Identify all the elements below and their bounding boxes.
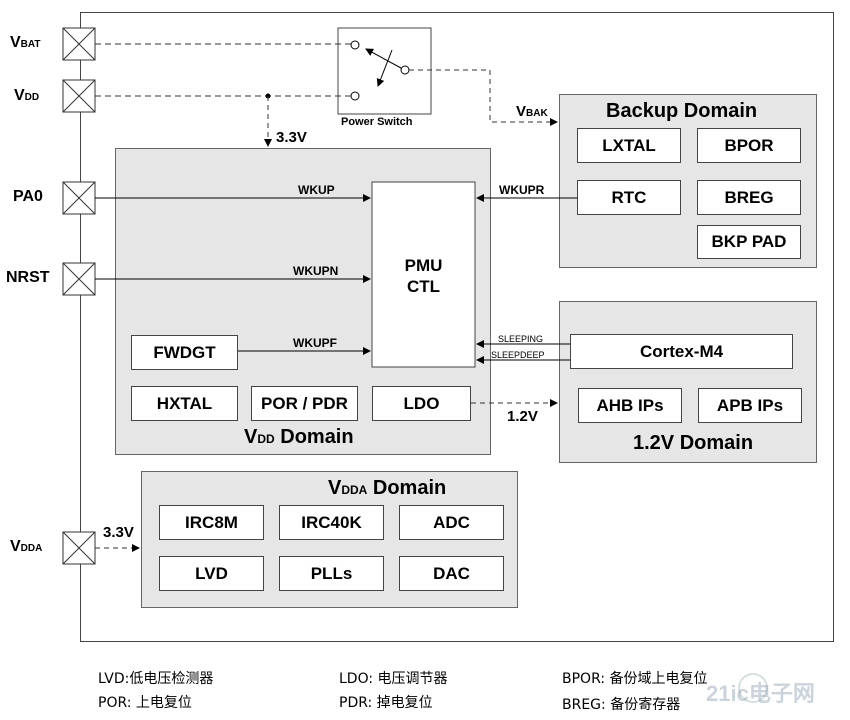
- ldo-block: LDO: [372, 386, 471, 421]
- power-switch-label: Power Switch: [341, 116, 413, 128]
- adc-block: ADC: [399, 505, 504, 540]
- sleepdeep-label: SLEEPDEEP: [491, 350, 545, 360]
- sleeping-label: SLEEPING: [498, 334, 544, 344]
- domain-1v2: [559, 301, 817, 463]
- por-pdr-block: POR / PDR: [251, 386, 358, 421]
- ahb-ips-block: AHB IPs: [578, 388, 682, 423]
- ldo-1v2-label: 1.2V: [507, 408, 538, 425]
- domain-1v2-title: 1.2V Domain: [633, 432, 754, 454]
- cortex-m4-block: Cortex-M4: [570, 334, 793, 369]
- wkupn-label: WKUPN: [293, 264, 339, 278]
- pmu-ctl-box: [371, 181, 476, 368]
- pin-label-vbat: VBAT: [10, 34, 41, 51]
- irc40k-block: IRC40K: [279, 505, 384, 540]
- bpor-block: BPOR: [697, 128, 801, 163]
- pad-pa0: [62, 181, 96, 215]
- wkupf-label: WKUPF: [293, 336, 337, 350]
- rtc-block: RTC: [577, 180, 681, 215]
- apb-ips-block: APB IPs: [698, 388, 802, 423]
- hxtal-block: HXTAL: [131, 386, 238, 421]
- legend-ldo: LDO: 电压调节器: [339, 671, 448, 687]
- lxtal-block: LXTAL: [577, 128, 681, 163]
- fwdgt-block: FWDGT: [131, 335, 238, 370]
- vdd-domain-title: VDD Domain: [244, 426, 354, 448]
- pad-vdd: [62, 79, 96, 113]
- pad-vdda: [62, 531, 96, 565]
- dac-block: DAC: [399, 556, 504, 591]
- wkupr-label: WKUPR: [499, 183, 545, 197]
- vdda-3v3-label: 3.3V: [103, 524, 134, 541]
- legend-bpor: BPOR: 备份域上电复位: [562, 671, 708, 687]
- wkup-label: WKUP: [298, 183, 335, 197]
- pin-label-vdd: VDD: [14, 87, 40, 104]
- pmu-ctl-label: PMU CTL: [404, 256, 443, 296]
- irc8m-block: IRC8M: [159, 505, 264, 540]
- vdd-3v3-label: 3.3V: [276, 129, 307, 146]
- vbak-label: VBAK: [516, 103, 548, 120]
- pin-label-vdda: VDDA: [10, 538, 43, 555]
- lvd-block: LVD: [159, 556, 264, 591]
- backup-domain-title: Backup Domain: [606, 100, 758, 122]
- bkp-pad-block: BKP PAD: [697, 225, 801, 259]
- legend-breg: BREG: 备份寄存器: [562, 697, 681, 713]
- pad-vbat: [62, 27, 96, 61]
- watermark: 21ic电子网: [706, 681, 815, 706]
- legend-lvd: LVD:低电压检测器: [98, 671, 214, 687]
- chip-boundary: [80, 12, 834, 642]
- watermark-logo: [738, 673, 768, 703]
- pad-nrst: [62, 262, 96, 296]
- legend-por: POR: 上电复位: [98, 695, 192, 711]
- plls-block: PLLs: [279, 556, 384, 591]
- legend-pdr: PDR: 掉电复位: [339, 695, 433, 711]
- pin-label-nrst: NRST: [6, 269, 50, 286]
- breg-block: BREG: [697, 180, 801, 215]
- vdda-domain-title: VDDA Domain: [328, 477, 447, 499]
- pin-label-pa0: PA0: [13, 188, 43, 205]
- power-switch-box: [337, 27, 432, 115]
